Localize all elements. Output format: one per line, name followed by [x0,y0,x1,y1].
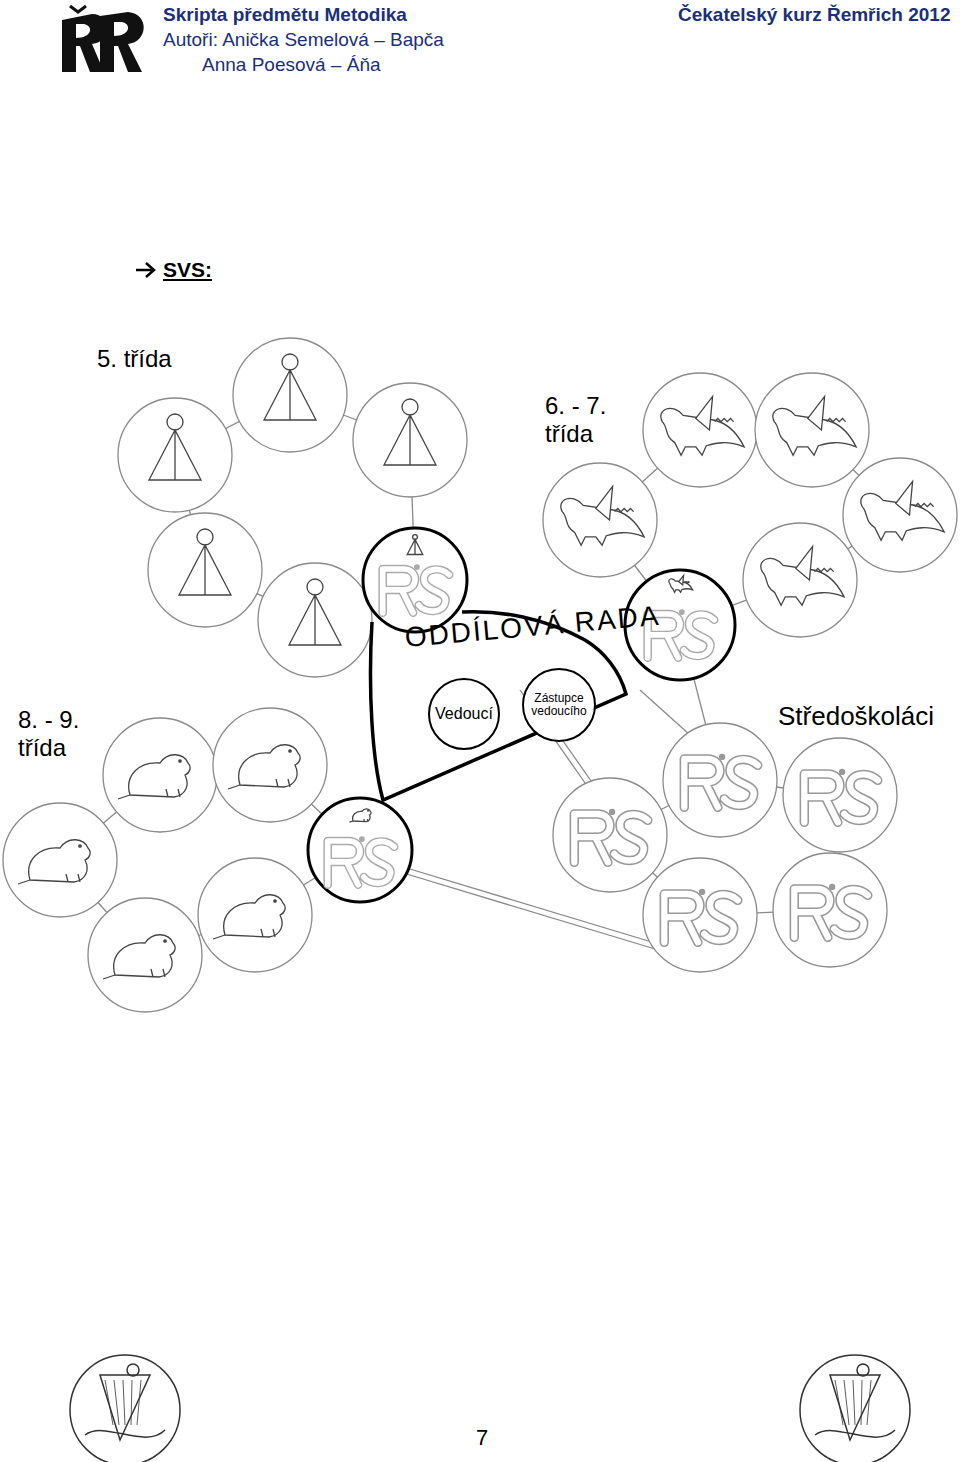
member-circle [103,718,217,832]
group-label: Středoškoláci [778,702,934,732]
marmot-icon [228,745,300,789]
page-number: 7 [476,1425,488,1450]
member-circle [543,463,657,577]
scout-icon [407,535,423,555]
rs-logo [684,754,758,808]
member-circle [773,853,887,967]
member-circle [353,383,467,497]
dino-icon [669,575,693,592]
dino-icon [661,396,744,455]
footer-logo [800,1355,910,1462]
scout-icon [179,529,231,595]
member-circle [258,563,372,677]
member-circle [553,778,667,892]
role-name: Zástupce vedoucího [529,692,589,718]
header-authors: Autoři: Anička Semelová – Bapča [163,29,444,51]
member-circle [148,513,262,627]
member-circle [743,523,857,637]
member-circle [198,858,312,972]
dino-icon [773,396,856,455]
member-circle [363,528,467,632]
rs-logo [794,884,868,938]
group-label: 8. - 9. třída [18,706,98,761]
member-circle [118,398,232,512]
marmot-icon [349,809,371,822]
marmot-icon [118,755,190,799]
scout-icon [289,579,341,645]
role-circle: Vedoucí [428,678,500,750]
marmot-icon [103,935,175,979]
member-circle [643,373,757,487]
member-circle [755,373,869,487]
dino-icon [861,481,944,540]
member-circle [308,798,412,902]
group-label: 6. - 7. třída [545,392,630,447]
role-name: Vedoucí [435,705,493,723]
dino-icon [761,546,844,605]
marmot-icon [213,895,285,939]
council-title: ODDÍLOVÁ RADA [404,600,662,654]
council-region: ODDÍLOVÁ RADAVedoucíZástupce vedoucího [365,600,650,815]
member-circle [3,803,117,917]
member-circle [783,738,897,852]
scout-icon [149,414,201,480]
member-circle [663,723,777,837]
rs-logo [804,769,878,823]
member-circle [213,708,327,822]
link-line [640,690,690,735]
rs-logo [328,836,395,884]
dino-icon [561,486,644,545]
group-label: 5. třída [97,345,172,373]
member-circle [88,898,202,1012]
marmot-icon [18,840,90,884]
rs-logo [574,809,648,863]
footer-logo [70,1355,180,1462]
header-title: Skripta předmětu Metodika [163,4,407,26]
bullet-arrow [136,263,154,277]
rs-logo [664,889,738,943]
header-logo [62,6,144,72]
header-course: Čekatelský kurz Řemřich 2012 [678,4,951,26]
scout-icon [264,354,316,420]
member-circle [843,458,957,572]
member-circle [643,858,757,972]
section-heading: SVS: [163,258,212,282]
header-authors: Anna Poesová – Áňa [202,54,381,76]
scout-icon [384,399,436,465]
member-circle [233,338,347,452]
rs-logo [383,564,450,612]
role-circle: Zástupce vedoucího [522,668,596,742]
